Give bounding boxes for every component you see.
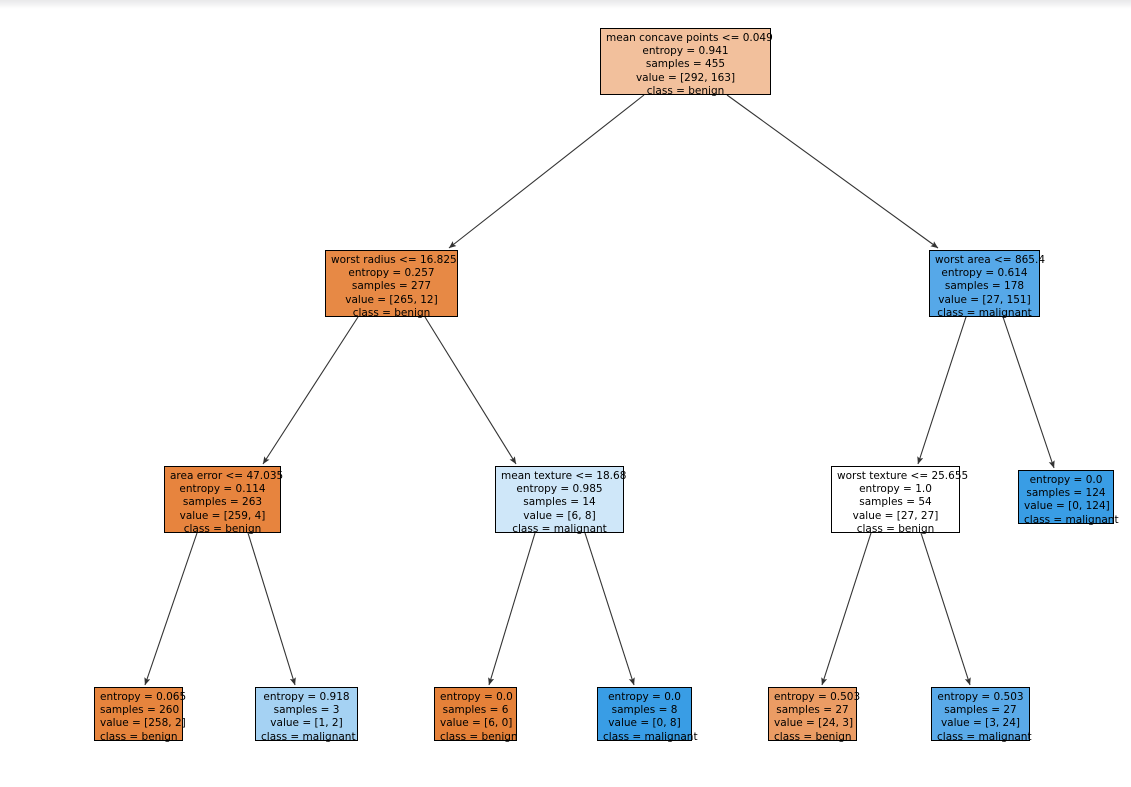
tree-node-line: value = [27, 27] bbox=[852, 509, 939, 522]
tree-node-line: samples = 277 bbox=[351, 280, 432, 293]
tree-node-line: worst radius <= 16.825 bbox=[331, 254, 457, 266]
tree-node-line: entropy = 0.503 bbox=[774, 691, 861, 703]
tree-node-line: entropy = 0.0 bbox=[440, 691, 513, 703]
tree-edge-n5-n12 bbox=[920, 532, 971, 686]
tree-edge-n2-n6 bbox=[1002, 316, 1055, 469]
tree-node-line: value = [6, 8] bbox=[523, 509, 596, 522]
tree-node-line: entropy = 0.941 bbox=[642, 45, 729, 58]
tree-node-line: entropy = 0.918 bbox=[263, 691, 350, 703]
tree-node-line: entropy = 0.503 bbox=[937, 691, 1024, 703]
tree-node-line: class = benign bbox=[774, 730, 852, 743]
tree-node-line: class = malignant bbox=[603, 730, 698, 743]
tree-node-line: class = malignant bbox=[937, 306, 1032, 319]
tree-node-line: mean concave points <= 0.049 bbox=[606, 32, 773, 44]
edge-group bbox=[144, 94, 1055, 686]
tree-node-line: class = benign bbox=[100, 730, 178, 743]
tree-node-line: value = [27, 151] bbox=[938, 293, 1031, 306]
tree-node-line: samples = 8 bbox=[611, 704, 678, 717]
tree-node-line: value = [292, 163] bbox=[635, 71, 736, 84]
tree-node-line: entropy = 0.985 bbox=[516, 483, 603, 496]
tree-edge-n3-n8 bbox=[247, 532, 296, 686]
tree-edge-n5-n11 bbox=[821, 532, 872, 686]
tree-node-line: samples = 263 bbox=[182, 496, 263, 509]
tree-node-line: entropy = 0.0 bbox=[1029, 474, 1103, 486]
tree-node-line: samples = 27 bbox=[944, 704, 1017, 717]
tree-node-line: value = [3, 24] bbox=[940, 717, 1021, 730]
tree-node-line: class = benign bbox=[352, 306, 431, 319]
tree-node-line: area error <= 47.035 bbox=[170, 470, 284, 482]
tree-node-line: samples = 260 bbox=[100, 704, 180, 717]
tree-edge-n1-n3 bbox=[262, 316, 359, 465]
tree-node-line: class = benign bbox=[856, 522, 935, 535]
tree-node-line: samples = 54 bbox=[859, 496, 932, 509]
tree-node-line: class = malignant bbox=[1024, 513, 1119, 526]
tree-edge-n3-n7 bbox=[144, 532, 198, 686]
tree-edge-n2-n5 bbox=[917, 316, 967, 465]
tree-node-line: class = benign bbox=[646, 84, 725, 97]
tree-node-line: entropy = 0.065 bbox=[100, 691, 187, 703]
tree-node-line: samples = 27 bbox=[776, 704, 849, 717]
tree-node-line: samples = 455 bbox=[645, 58, 726, 71]
tree-node-line: mean texture <= 18.68 bbox=[501, 470, 627, 482]
tree-node-line: value = [1, 2] bbox=[270, 717, 343, 730]
tree-node-line: samples = 3 bbox=[273, 704, 340, 717]
tree-node-line: samples = 178 bbox=[944, 280, 1025, 293]
tree-node-line: value = [6, 0] bbox=[440, 717, 513, 730]
tree-edge-root-n1 bbox=[448, 94, 645, 249]
tree-node-line: value = [24, 3] bbox=[774, 717, 854, 730]
tree-edge-n1-n4 bbox=[424, 316, 517, 465]
tree-node-line: worst texture <= 25.655 bbox=[837, 470, 969, 482]
tree-node-line: value = [265, 12] bbox=[345, 293, 438, 306]
tree-node-line: entropy = 1.0 bbox=[859, 483, 932, 496]
tree-node-line: worst area <= 865.4 bbox=[935, 254, 1045, 266]
tree-node-line: samples = 124 bbox=[1026, 487, 1106, 500]
tree-edge-n4-n10 bbox=[584, 532, 635, 686]
tree-node-line: class = malignant bbox=[512, 522, 607, 535]
tree-node-line: class = benign bbox=[183, 522, 262, 535]
tree-node-line: class = benign bbox=[440, 730, 518, 743]
tree-edge-root-n2 bbox=[726, 94, 939, 249]
tree-node-line: class = malignant bbox=[937, 730, 1032, 743]
tree-node-line: samples = 14 bbox=[523, 496, 596, 509]
tree-node-line: value = [0, 8] bbox=[608, 717, 681, 730]
tree-node-line: entropy = 0.0 bbox=[608, 691, 681, 703]
window-top-edge bbox=[0, 0, 1131, 9]
tree-node-line: value = [0, 124] bbox=[1024, 500, 1110, 513]
tree-node-line: samples = 6 bbox=[442, 704, 509, 717]
tree-node-line: value = [259, 4] bbox=[179, 509, 266, 522]
tree-node-line: value = [258, 2] bbox=[100, 717, 186, 730]
tree-node-line: entropy = 0.114 bbox=[179, 483, 266, 496]
tree-node-line: class = malignant bbox=[261, 730, 356, 743]
tree-node-line: entropy = 0.257 bbox=[348, 267, 435, 280]
tree-node-line: entropy = 0.614 bbox=[941, 267, 1028, 280]
tree-edge-n4-n9 bbox=[488, 532, 536, 686]
